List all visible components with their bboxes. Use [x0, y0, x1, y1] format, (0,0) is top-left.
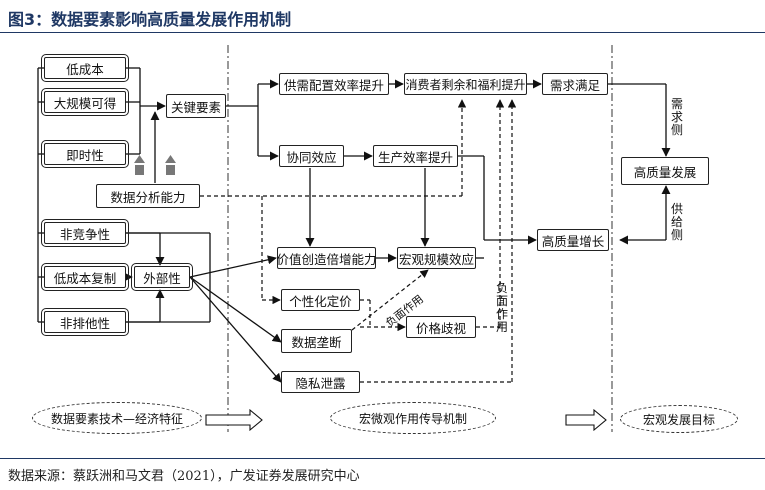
node-data-analysis: 数据分析能力	[96, 184, 200, 208]
section-macro-goal: 宏观发展目标	[620, 405, 738, 433]
node-instant: 即时性	[41, 140, 129, 168]
label-negative-effect-vertical: 负面作用	[495, 281, 508, 334]
figure-title: 图3：数据要素影响高质量发展作用机制	[8, 10, 292, 29]
node-externality: 外部性	[131, 263, 193, 291]
top-rule	[0, 32, 765, 33]
node-production-efficiency: 生产效率提升	[373, 145, 458, 167]
node-demand-met: 需求满足	[542, 73, 608, 95]
node-consumer-surplus: 消费者剩余和福利提升	[404, 73, 527, 95]
node-price-discrimination: 价格歧视	[406, 316, 476, 338]
node-key-factor: 关键要素	[166, 94, 226, 118]
node-macro-scale: 宏观规模效应	[397, 247, 476, 269]
node-low-cost-copy: 低成本复制	[41, 263, 129, 291]
section-transmission-mechanism: 宏微观作用传导机制	[330, 402, 496, 434]
node-low-cost: 低成本	[41, 54, 129, 82]
node-privacy-leak: 隐私泄露	[281, 371, 360, 393]
node-large-scale: 大规模可得	[41, 88, 129, 116]
section-tech-econ-features: 数据要素技术—经济特征	[32, 402, 202, 434]
node-non-exclusive: 非排他性	[41, 308, 129, 336]
node-high-quality-growth: 高质量增长	[537, 229, 609, 251]
node-high-quality-development: 高质量发展	[621, 157, 709, 185]
bottom-rule	[0, 458, 765, 459]
node-data-monopoly: 数据垄断	[281, 329, 352, 353]
source-note: 数据来源：蔡跃洲和马文君（2021），广发证券发展研究中心	[8, 469, 360, 484]
node-value-creation: 价值创造倍增能力	[277, 247, 377, 269]
node-synergy: 协同效应	[279, 145, 344, 167]
label-supply-side: 供给侧	[670, 202, 683, 242]
node-personalized-pricing: 个性化定价	[281, 289, 360, 311]
node-supply-demand-efficiency: 供需配置效率提升	[279, 73, 389, 95]
node-non-rival: 非竞争性	[41, 219, 129, 247]
label-demand-side: 需求侧	[670, 97, 683, 137]
